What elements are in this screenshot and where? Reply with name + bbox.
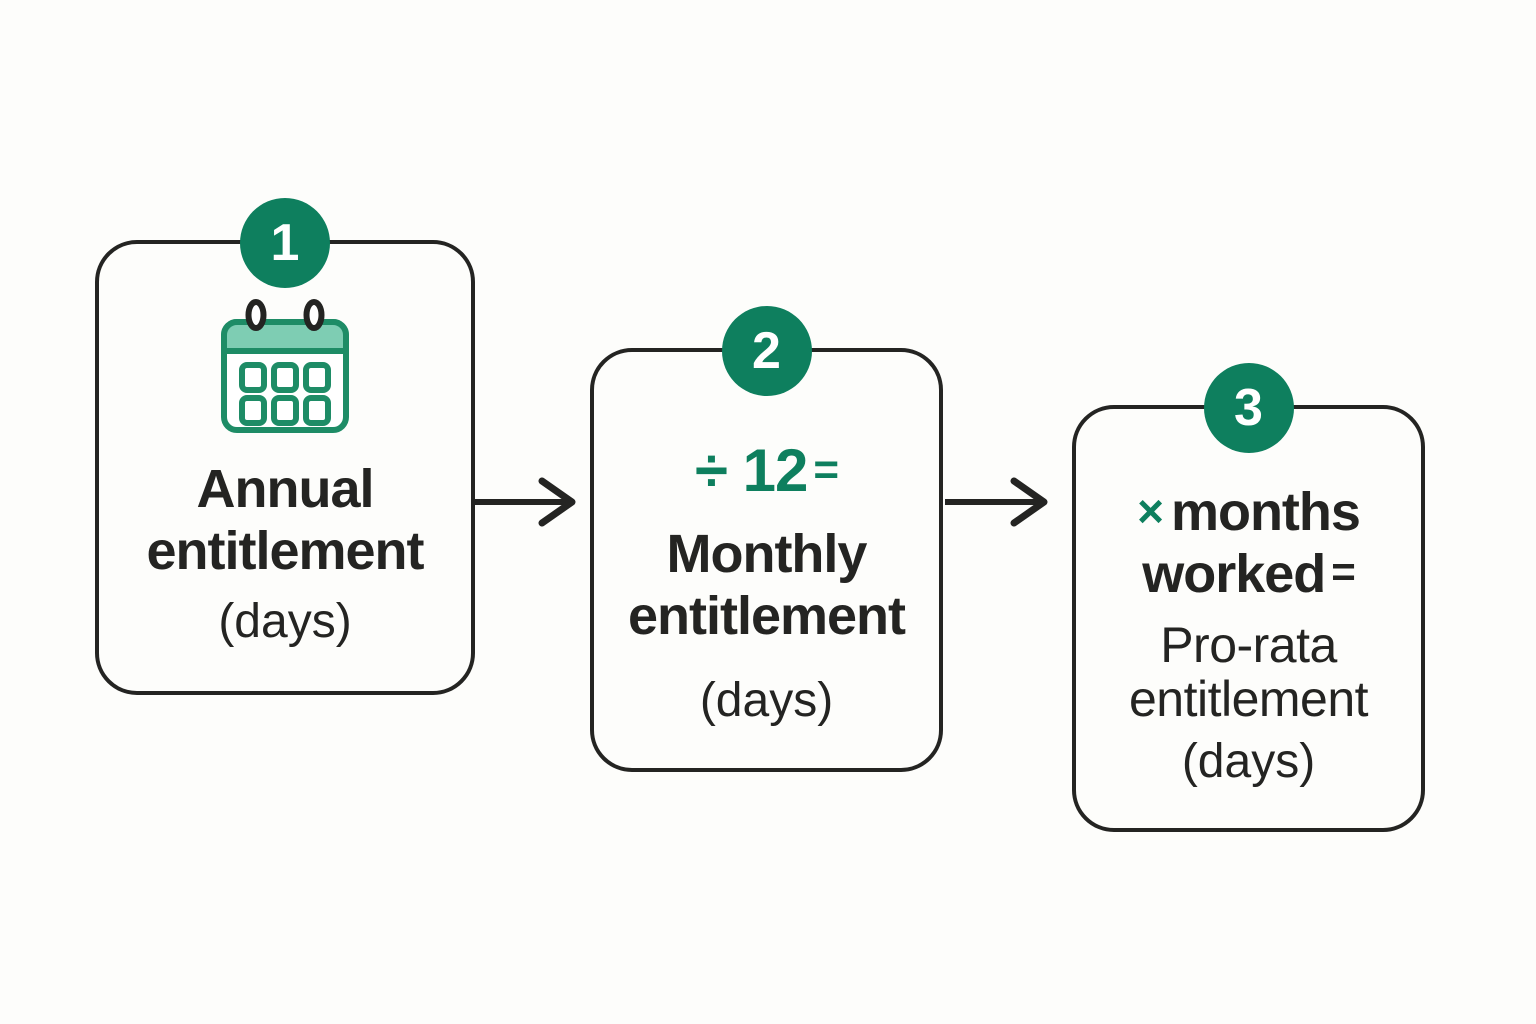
- step-box-pro-rata-entitlement: 3 ×months worked= Pro-rata entitlement (…: [1072, 363, 1425, 832]
- step-unit-label: (days): [1181, 735, 1316, 788]
- formula-word: worked: [1142, 544, 1326, 604]
- step-box-monthly-entitlement: 2 ÷ 12= Monthly entitlement (days): [590, 306, 943, 772]
- step-title-line: entitlement: [627, 586, 906, 646]
- calendar-icon: [221, 299, 349, 433]
- formula-line: worked=: [1137, 542, 1360, 604]
- step-unit-label: (days): [218, 595, 352, 648]
- step-number-badge: 1: [240, 198, 330, 288]
- flow-arrow-icon: [473, 477, 576, 527]
- formula-word: months: [1170, 482, 1361, 542]
- step-box-annual-entitlement: 1 Annual entitlement (days): [95, 198, 475, 695]
- step-number-badge: 3: [1203, 363, 1294, 453]
- equals-sign: =: [813, 445, 839, 494]
- result-line: Pro-rata: [1160, 617, 1337, 673]
- divide-formula: ÷ 12=: [694, 436, 839, 505]
- formula-line: ×months: [1137, 481, 1361, 542]
- formula-operation: ÷ 12: [694, 437, 808, 504]
- step-title: Annual entitlement: [146, 458, 424, 582]
- result-line: entitlement: [1128, 671, 1369, 727]
- step-number-badge: 2: [721, 306, 812, 396]
- step-unit-label: (days): [699, 674, 834, 727]
- step-title-line: Annual: [196, 459, 374, 519]
- multiply-sign: ×: [1137, 485, 1164, 537]
- flow-arrow-icon: [945, 477, 1048, 527]
- step-result: Pro-rata entitlement: [1128, 617, 1369, 727]
- equals-sign: =: [1331, 548, 1356, 595]
- step-title-line: entitlement: [146, 521, 424, 581]
- multiply-formula: ×months worked=: [1137, 481, 1361, 604]
- step-title: Monthly entitlement: [627, 523, 906, 647]
- step-title-line: Monthly: [666, 524, 868, 584]
